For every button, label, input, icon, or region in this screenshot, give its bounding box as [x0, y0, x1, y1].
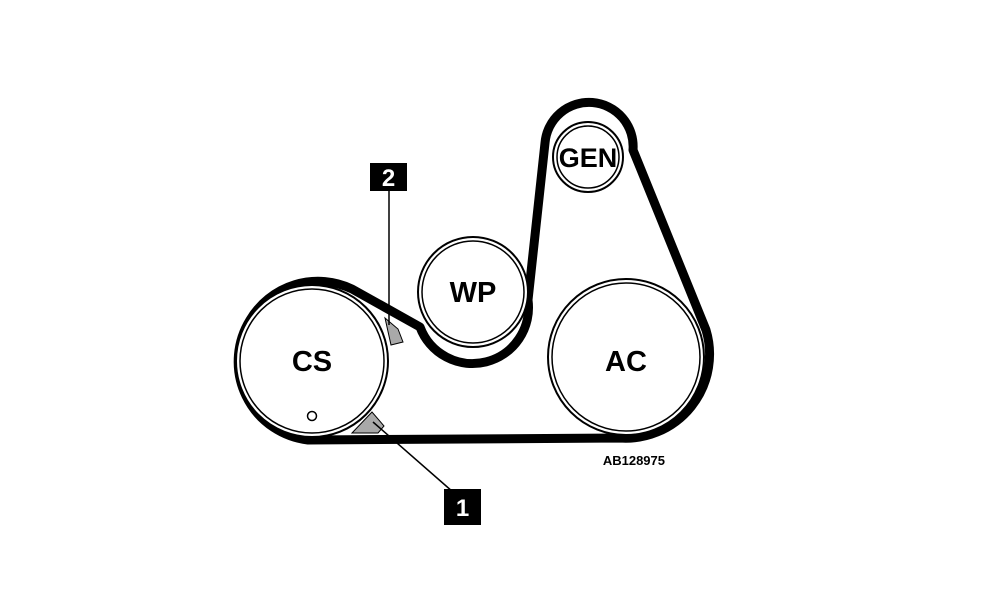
- callout-1-leader: [372, 421, 462, 500]
- timing-mark-icon: [306, 410, 318, 422]
- belt-guide-lower: [350, 411, 385, 434]
- pulley-label-ac: AC: [605, 346, 647, 378]
- generator-pulley: GEN: [552, 121, 624, 193]
- belt-guide-upper: [384, 316, 404, 346]
- water-pump-pulley: WP: [417, 236, 529, 348]
- callout-2-number: 2: [382, 165, 395, 192]
- pulley-label-wp: WP: [450, 277, 497, 309]
- figure-reference-code: AB128975: [603, 453, 665, 468]
- callout-1: 1: [444, 489, 481, 525]
- crankshaft-pulley: CS: [235, 284, 389, 438]
- pulley-label-cs: CS: [292, 346, 332, 378]
- callout-1-number: 1: [456, 495, 469, 522]
- pulley-label-gen: GEN: [559, 143, 618, 173]
- callout-2: 2: [370, 163, 407, 192]
- ac-compressor-pulley: AC: [547, 278, 705, 436]
